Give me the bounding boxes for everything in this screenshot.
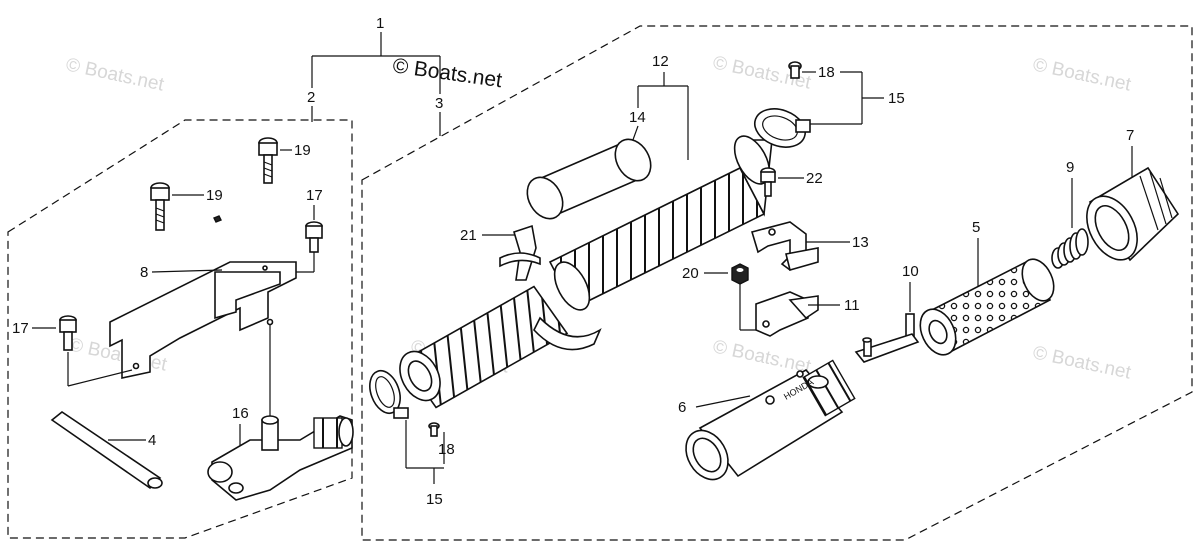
callout-19-mid: 19: [206, 187, 223, 204]
screw-18-right: [788, 61, 802, 79]
screw-18-left: [428, 422, 440, 437]
callout-2: 2: [307, 89, 315, 106]
callout-4: 4: [148, 432, 156, 449]
end-cap-7: [1086, 166, 1180, 262]
filter-element-5: [919, 258, 1055, 356]
bracket-8: [109, 261, 297, 379]
nut-20: [731, 263, 749, 285]
callout-17-top: 17: [306, 187, 323, 204]
hose-clamp-15-right: [754, 108, 811, 148]
callout-17-left: 17: [12, 320, 29, 337]
callout-tree: [311, 32, 441, 136]
callout-11: 11: [844, 297, 860, 314]
air-cleaner-case-6: [685, 359, 856, 481]
bracket-13: [750, 221, 819, 271]
callout-13: 13: [852, 234, 869, 251]
callout-16: 16: [232, 405, 249, 422]
callout-9: 9: [1066, 159, 1074, 176]
watermark-7: © Boats.net: [1031, 342, 1133, 383]
group-outline-2: [7, 119, 353, 539]
tube-4: [50, 411, 163, 490]
watermark-3: © Boats.net: [1031, 54, 1133, 95]
bolt-19-mid: [150, 182, 170, 231]
copyright-text: © Boats.net: [391, 54, 503, 92]
bolt-17-top: [305, 221, 323, 253]
callout-20: 20: [682, 265, 699, 282]
watermark-1: © Boats.net: [64, 54, 166, 95]
callout-5: 5: [972, 219, 980, 236]
bracket-21: [499, 224, 541, 281]
callout-18-left: 18: [438, 441, 455, 458]
callout-14: 14: [629, 109, 646, 126]
callout-22: 22: [806, 170, 823, 187]
bolt-17-left: [59, 315, 77, 351]
callout-7: 7: [1126, 127, 1134, 144]
callout-8: 8: [140, 264, 148, 281]
bolt-19-top: [258, 137, 278, 184]
callout-10: 10: [902, 263, 919, 280]
corrugated-hose-12: [399, 135, 773, 409]
hose-clamp-15-left: [369, 369, 409, 419]
bracket-11: [755, 291, 819, 337]
callout-18-right: 18: [818, 64, 835, 81]
stud-bracket-10: [854, 313, 920, 363]
callout-3: 3: [435, 95, 443, 112]
bolt-22: [760, 167, 776, 197]
callout-15-left: 15: [426, 491, 443, 508]
callout-19-top: 19: [294, 142, 311, 159]
callout-15-right: 15: [888, 90, 905, 107]
callout-12: 12: [652, 53, 669, 70]
callout-6: 6: [678, 399, 686, 416]
spring-9: [1051, 228, 1089, 269]
callout-21: 21: [460, 227, 477, 244]
elbow-16: [207, 415, 354, 501]
group-outline-3: [361, 25, 1193, 541]
filter-sleeve-14: [526, 138, 652, 220]
callout-1: 1: [376, 15, 384, 32]
small-clip: [213, 215, 222, 223]
